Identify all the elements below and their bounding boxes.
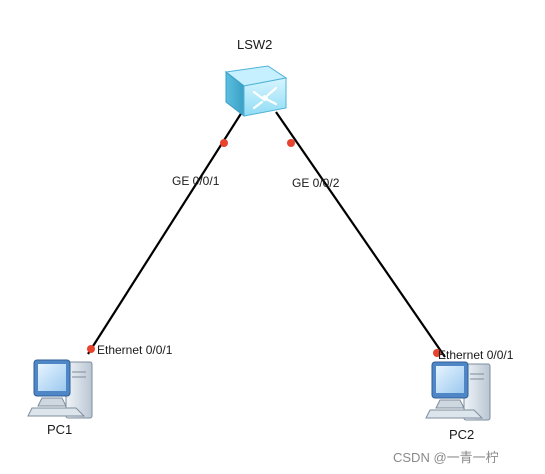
link-lsw2-pc1[interactable] (87, 111, 243, 355)
layer3-switch-icon[interactable] (224, 65, 288, 118)
link-lsw2-pc2[interactable] (275, 111, 446, 358)
port-dot-ge002 (287, 139, 295, 147)
pc-icon[interactable] (27, 359, 93, 419)
port-label-pc1-eth: Ethernet 0/0/1 (97, 343, 173, 357)
watermark: CSDN @一青一柠 (393, 450, 499, 465)
pc1-name: PC1 (47, 422, 73, 437)
port-dot-pc2-eth (433, 349, 441, 357)
port-label-ge001: GE 0/0/1 (172, 174, 220, 188)
port-label-pc2-eth: Ethernet 0/0/1 (438, 348, 514, 362)
port-label-ge002: GE 0/0/2 (292, 176, 340, 190)
port-dot-pc1-eth (87, 345, 95, 353)
pc-icon[interactable] (425, 361, 491, 421)
pc2-name: PC2 (449, 427, 475, 442)
switch-name: LSW2 (237, 37, 273, 52)
port-dot-ge001 (220, 139, 228, 147)
